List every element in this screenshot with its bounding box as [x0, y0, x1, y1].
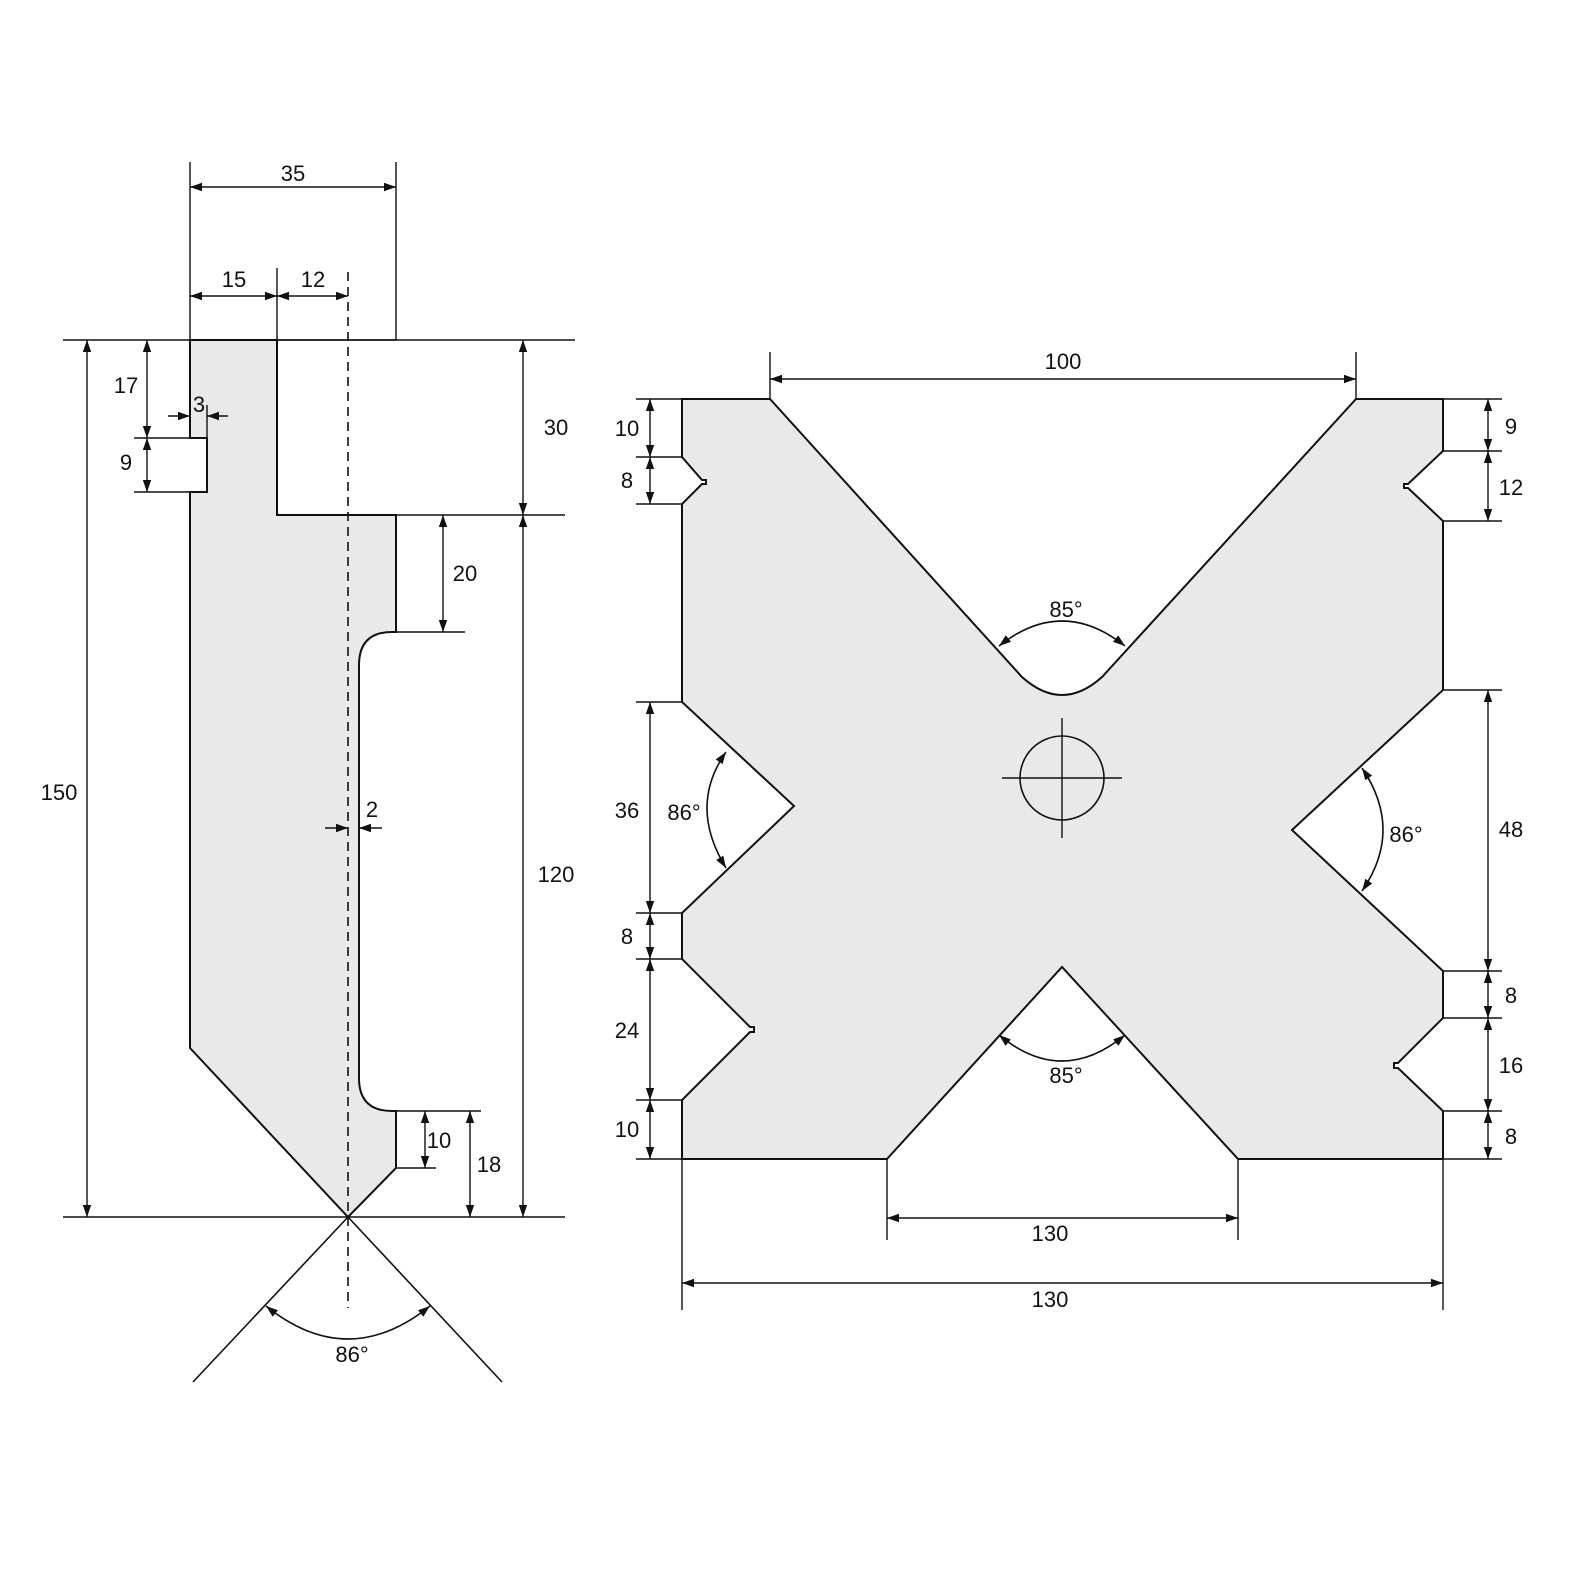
dim-30-label: 30 [544, 415, 568, 440]
dim-3-label: 3 [193, 392, 205, 417]
dim-right-48-label: 48 [1499, 817, 1523, 842]
dim-20-label: 20 [453, 561, 477, 586]
right-die-drawing: 100 10 8 36 8 24 10 86° 9 12 48 8 16 8 8… [615, 349, 1523, 1312]
dim-left-24-label: 24 [615, 1018, 639, 1043]
dim-left-8-top-label: 8 [621, 468, 633, 493]
dim-left-8-mid-label: 8 [621, 924, 633, 949]
angle-left-86-label: 86° [667, 800, 700, 825]
dim-9-label: 9 [120, 450, 132, 475]
dim-2-label: 2 [366, 797, 378, 822]
dim-right-16-label: 16 [1499, 1053, 1523, 1078]
die-line-right [347, 1216, 503, 1383]
dim-right-8-mid-label: 8 [1505, 983, 1517, 1008]
dim-right-8-bottom-label: 8 [1505, 1124, 1517, 1149]
angle-top-85-label: 85° [1049, 597, 1082, 622]
dim-150-label: 150 [41, 780, 78, 805]
angle-right-86-arc [1361, 767, 1384, 892]
dim-10-label: 10 [427, 1128, 451, 1153]
dim-bottom-inner-130-label: 130 [1032, 1221, 1069, 1246]
dim-18-label: 18 [477, 1152, 501, 1177]
angle-right-86-label: 86° [1389, 822, 1422, 847]
dim-right-9-label: 9 [1505, 414, 1517, 439]
angle-bottom-85-label: 85° [1049, 1063, 1082, 1088]
angle-bottom-85-arc [998, 1034, 1126, 1062]
left-punch-drawing: 35 15 12 17 9 3 30 20 150 120 2 10 18 86… [41, 161, 575, 1383]
dim-left-10-bottom-label: 10 [615, 1117, 639, 1142]
dim-100-label: 100 [1045, 349, 1082, 374]
angle-top-85-arc [998, 620, 1126, 647]
dim-right-12-label: 12 [1499, 475, 1523, 500]
punch-outline [189, 339, 397, 1219]
dim-15-label: 15 [222, 267, 246, 292]
die-line-left [192, 1216, 349, 1383]
dim-35-label: 35 [281, 161, 305, 186]
angle-86-arc [265, 1305, 431, 1340]
dim-left-36-label: 36 [615, 798, 639, 823]
angle-86-label: 86° [335, 1342, 368, 1367]
dim-12-label: 12 [301, 267, 325, 292]
dim-17-label: 17 [114, 373, 138, 398]
dim-left-10-top-label: 10 [615, 416, 639, 441]
dim-120-label: 120 [538, 862, 575, 887]
angle-left-86-arc [706, 751, 727, 869]
dim-bottom-outer-130-label: 130 [1032, 1287, 1069, 1312]
